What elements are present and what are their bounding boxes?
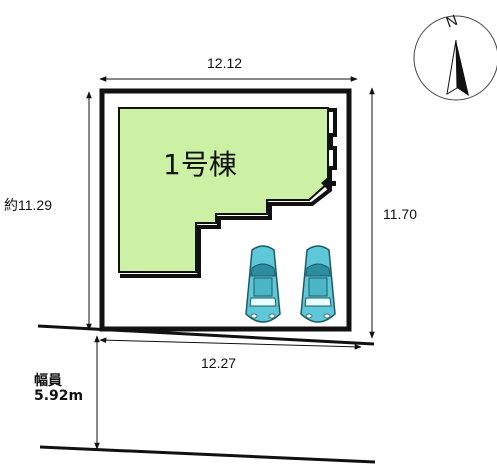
left-dimension-label: 約11.29 (4, 197, 52, 213)
bottom-dimension-line (99, 337, 362, 350)
top-dimension-label: 12.12 (207, 55, 243, 71)
building-wall-shadow (120, 108, 337, 278)
building-label: 1号棟 (163, 148, 237, 181)
car-icon (300, 245, 336, 323)
road-width-label: 幅員 5.92m (34, 373, 84, 405)
bottom-dimension-label: 12.27 (201, 355, 237, 371)
road-label-title: 幅員 (34, 373, 62, 389)
entrance-arrow-icon (321, 177, 336, 190)
right-dimension-label: 11.70 (383, 206, 417, 222)
road-label-value: 5.92m (34, 388, 84, 405)
road-edge-lower (39, 445, 376, 464)
car-icon (245, 245, 281, 323)
compass-icon (413, 15, 497, 101)
